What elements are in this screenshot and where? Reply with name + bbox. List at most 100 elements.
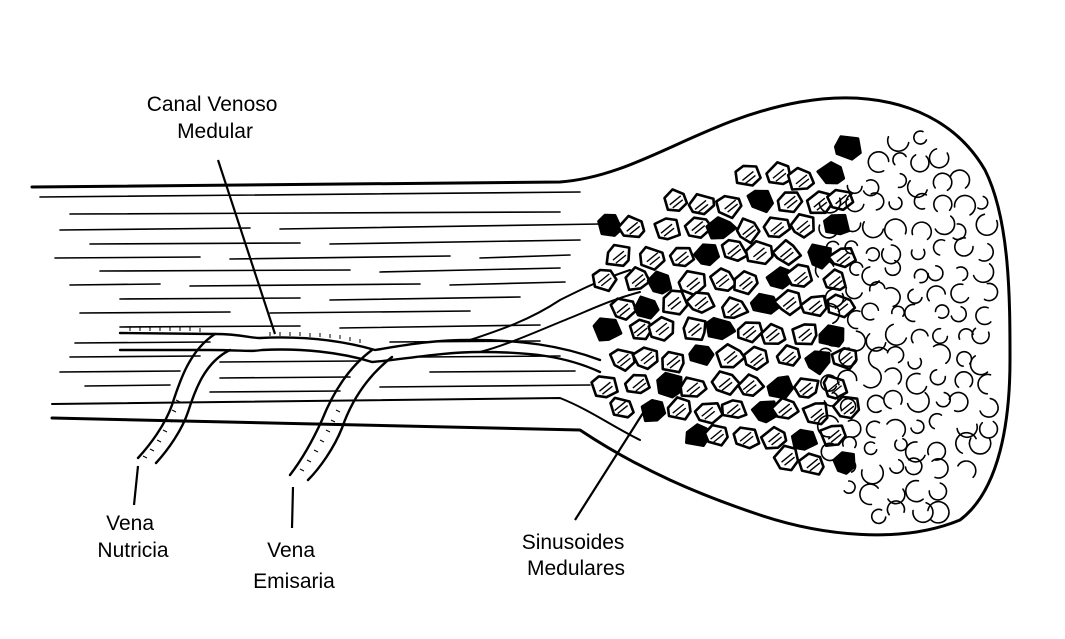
sinusoid-cell xyxy=(688,344,715,366)
sinusoid-hatch xyxy=(686,277,701,291)
spongy-trabecula xyxy=(847,419,862,438)
spongy-trabecula xyxy=(883,389,903,410)
sinusoid-hatch xyxy=(836,252,851,266)
sinusoid-cell xyxy=(720,399,748,419)
spongy-trabecula xyxy=(952,223,967,241)
sinusoid-cell xyxy=(750,400,779,424)
sinusoid-hatch xyxy=(799,382,814,396)
spongy-trabecula xyxy=(843,480,856,494)
spongy-trabecula xyxy=(861,266,880,286)
sinusoid-cell xyxy=(628,318,654,341)
spongy-trabecula xyxy=(897,172,908,189)
sinusoid-cell xyxy=(661,350,685,374)
sinusoid-hatch xyxy=(632,378,647,392)
spongy-trabecula xyxy=(928,412,943,430)
label-sinusoides-medulares: Sinusoides Medulares xyxy=(522,531,631,580)
spongy-trabecula xyxy=(904,303,916,323)
sinusoid-hatch xyxy=(840,401,855,415)
sinusoid-cell xyxy=(737,373,766,397)
spongy-trabecula xyxy=(849,261,864,276)
sinusoid-hatch xyxy=(727,244,742,258)
sinusoid-hatch xyxy=(742,325,757,339)
spongy-trabecula xyxy=(824,288,845,308)
spongy-trabecula xyxy=(958,328,974,340)
spongy-trabecula xyxy=(870,192,885,211)
spongy-trabecula xyxy=(884,323,908,346)
spongy-trabecula xyxy=(969,355,989,376)
sinusoid-hatch xyxy=(597,273,612,287)
spongy-trabecula xyxy=(905,372,928,395)
sinusoid-cell xyxy=(591,268,618,293)
spongy-trabecula xyxy=(883,218,907,241)
spongy-trabecula xyxy=(932,327,949,345)
sinusoid-cell xyxy=(791,323,818,346)
spongy-trabecula xyxy=(863,366,882,389)
sinusoid-cell xyxy=(807,243,832,270)
spongy-trabecula xyxy=(957,460,977,479)
spongy-trabecula xyxy=(905,479,924,503)
sinusoid-cell xyxy=(705,316,737,341)
spongy-trabecula xyxy=(848,330,867,352)
spongy-trabecula xyxy=(907,357,923,370)
sinusoid-hatch xyxy=(633,323,648,337)
spongy-trabecula xyxy=(845,286,863,300)
sinusoid-cell xyxy=(693,243,720,267)
spongy-trabecula xyxy=(933,194,953,213)
sinusoid-cell xyxy=(749,292,781,315)
label-canal-venoso-medular: Canal Venoso Medular xyxy=(147,93,284,143)
sinusoid-hatch xyxy=(614,401,629,415)
sinusoid-cell xyxy=(834,135,862,161)
spongy-trabecula xyxy=(886,500,906,516)
sinusoid-cell xyxy=(705,216,738,240)
spongy-trabecula xyxy=(836,369,858,386)
sinusoid-cell xyxy=(822,268,847,292)
spongy-trabecula xyxy=(866,394,884,414)
spongy-trabecula xyxy=(927,441,947,461)
spongy-trabecula xyxy=(910,328,929,344)
spongy-trabecula xyxy=(931,458,949,479)
spongy-trabecula xyxy=(950,306,967,323)
spongy-trabecula xyxy=(818,220,840,239)
sinusoid-cell xyxy=(710,370,741,396)
spongy-trabecula xyxy=(978,420,999,439)
sinusoid-hatch xyxy=(753,247,767,261)
spongy-trabecula xyxy=(894,438,908,452)
spongy-trabecula xyxy=(861,302,880,321)
sinusoid-hatch xyxy=(701,406,716,420)
spongy-trabecula xyxy=(846,310,861,330)
sinusoid-hatch xyxy=(667,296,682,310)
label-vena-nutricia: Vena Nutricia xyxy=(97,512,169,562)
sinusoid-cell xyxy=(656,371,683,399)
spongy-trabecula xyxy=(841,458,857,473)
spongy-trabecula xyxy=(983,282,999,302)
spongy-trabecula xyxy=(888,196,903,211)
spongy-trabecula xyxy=(891,305,906,318)
spongy-trabecula xyxy=(892,152,907,166)
spongy-trabecula xyxy=(954,371,974,389)
sinusoid-hatch xyxy=(778,403,793,417)
spongy-trabecula xyxy=(867,346,888,369)
sinusoid-hatch xyxy=(839,351,853,365)
spongy-trabecula xyxy=(968,437,992,455)
spongy-trabecula xyxy=(862,179,880,197)
spongy-trabecula xyxy=(972,263,995,284)
spongy-trabecula xyxy=(926,285,947,302)
sinusoid-hatch xyxy=(781,452,795,466)
sinusoid-hatch xyxy=(770,221,785,236)
sinusoid-hatch xyxy=(765,328,780,342)
spongy-trabecula xyxy=(863,441,878,456)
spongy-trabecula xyxy=(950,283,970,304)
sinusoid-hatch xyxy=(694,199,709,213)
sinusoid-cell xyxy=(709,267,738,292)
spongy-trabecula xyxy=(844,240,859,255)
spongy-trabecula xyxy=(843,220,862,233)
sinusoid-hatch xyxy=(782,351,797,365)
sinusoid-hatch xyxy=(742,380,757,394)
sinusoid-cell xyxy=(608,348,636,372)
sinusoid-hatch xyxy=(798,328,813,342)
spongy-trabecula xyxy=(955,431,977,454)
sinusoid-cell xyxy=(760,322,787,345)
sinusoid-hatch xyxy=(694,296,709,310)
sinusoid-hatch xyxy=(718,377,733,391)
